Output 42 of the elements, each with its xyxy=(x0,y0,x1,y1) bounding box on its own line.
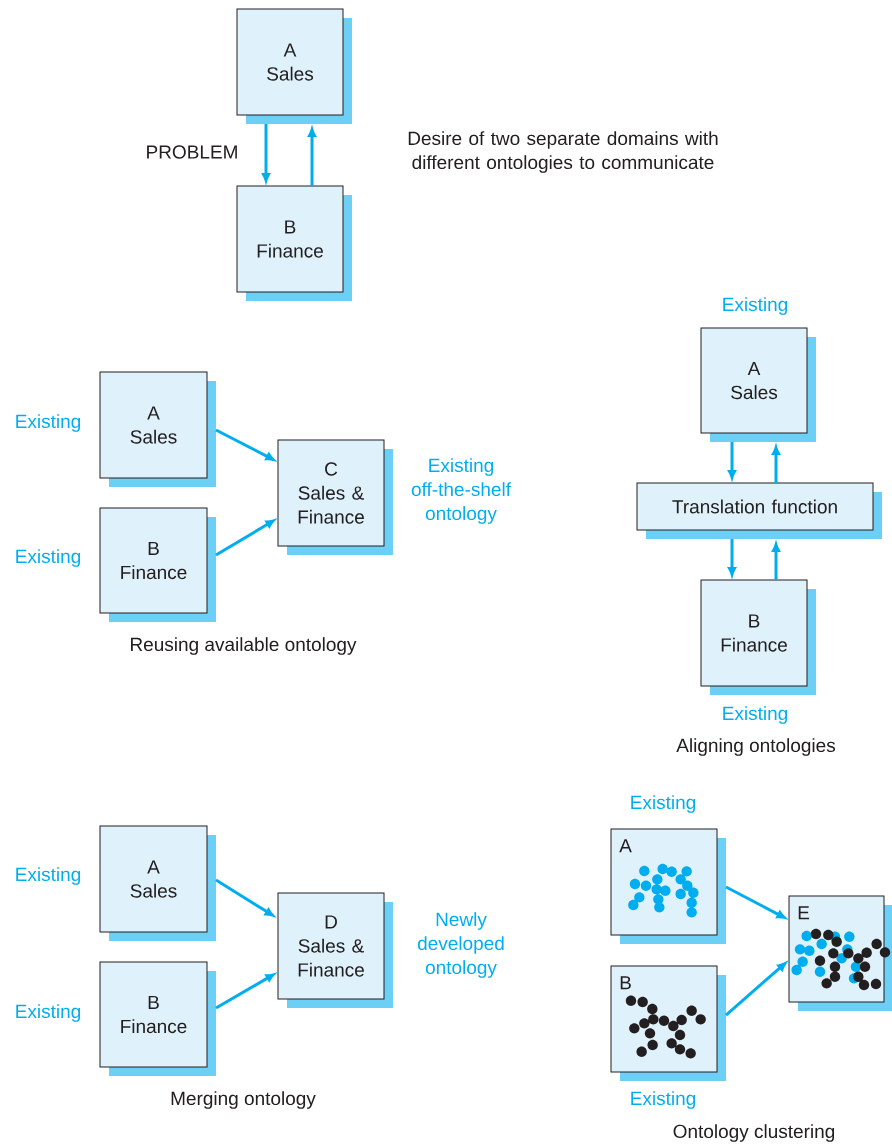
status-label: Existing xyxy=(723,706,788,724)
caption: Merging ontology xyxy=(171,1091,316,1109)
arrow xyxy=(728,442,736,480)
status-label: Existing xyxy=(16,1004,80,1022)
arrow xyxy=(215,428,275,461)
ontology-box: B xyxy=(610,965,726,1081)
arrow xyxy=(215,878,274,917)
status-label: Existing off-the-shelf ontology xyxy=(411,458,511,524)
status-label: Existing xyxy=(16,414,80,432)
ontology-box: A Sales xyxy=(700,327,816,442)
arrow xyxy=(728,539,736,577)
ontology-box: B Finance xyxy=(236,185,352,301)
ontology-box: B Finance xyxy=(700,579,816,695)
arrow xyxy=(772,445,780,483)
arrow xyxy=(215,519,275,557)
ontology-box: B Finance xyxy=(99,507,216,622)
ontology-box: A Sales xyxy=(99,371,216,487)
ontology-box: E xyxy=(788,895,892,1011)
ontology-box: A Sales xyxy=(99,825,216,941)
ontology-box: A Sales xyxy=(236,8,352,124)
status-label: Newly developed ontology xyxy=(417,912,504,978)
caption: Ontology clustering xyxy=(673,1124,835,1142)
arrow xyxy=(725,885,786,919)
ontology-box: Translation function xyxy=(636,482,882,539)
arrow xyxy=(772,542,780,580)
status-label: Existing xyxy=(16,549,80,567)
ontology-box: D Sales & Finance xyxy=(277,892,393,1008)
caption: Reusing available ontology xyxy=(131,637,357,655)
caption: PROBLEM xyxy=(147,145,237,159)
ontology-box: A xyxy=(610,828,726,944)
status-label: Existing xyxy=(16,867,80,885)
arrow xyxy=(262,124,270,183)
status-label: Existing xyxy=(631,795,696,813)
ontology-box: C Sales & Finance xyxy=(277,439,393,555)
arrow xyxy=(308,127,316,186)
ontology-box: B Finance xyxy=(99,961,216,1076)
caption: Aligning ontologies xyxy=(676,738,835,756)
status-label: Existing xyxy=(723,297,788,315)
status-label: Existing xyxy=(631,1091,696,1109)
arrow xyxy=(725,962,787,1017)
caption: Desire of two separate domains with different ontologies to communicate xyxy=(408,131,718,173)
arrow xyxy=(215,973,275,1010)
